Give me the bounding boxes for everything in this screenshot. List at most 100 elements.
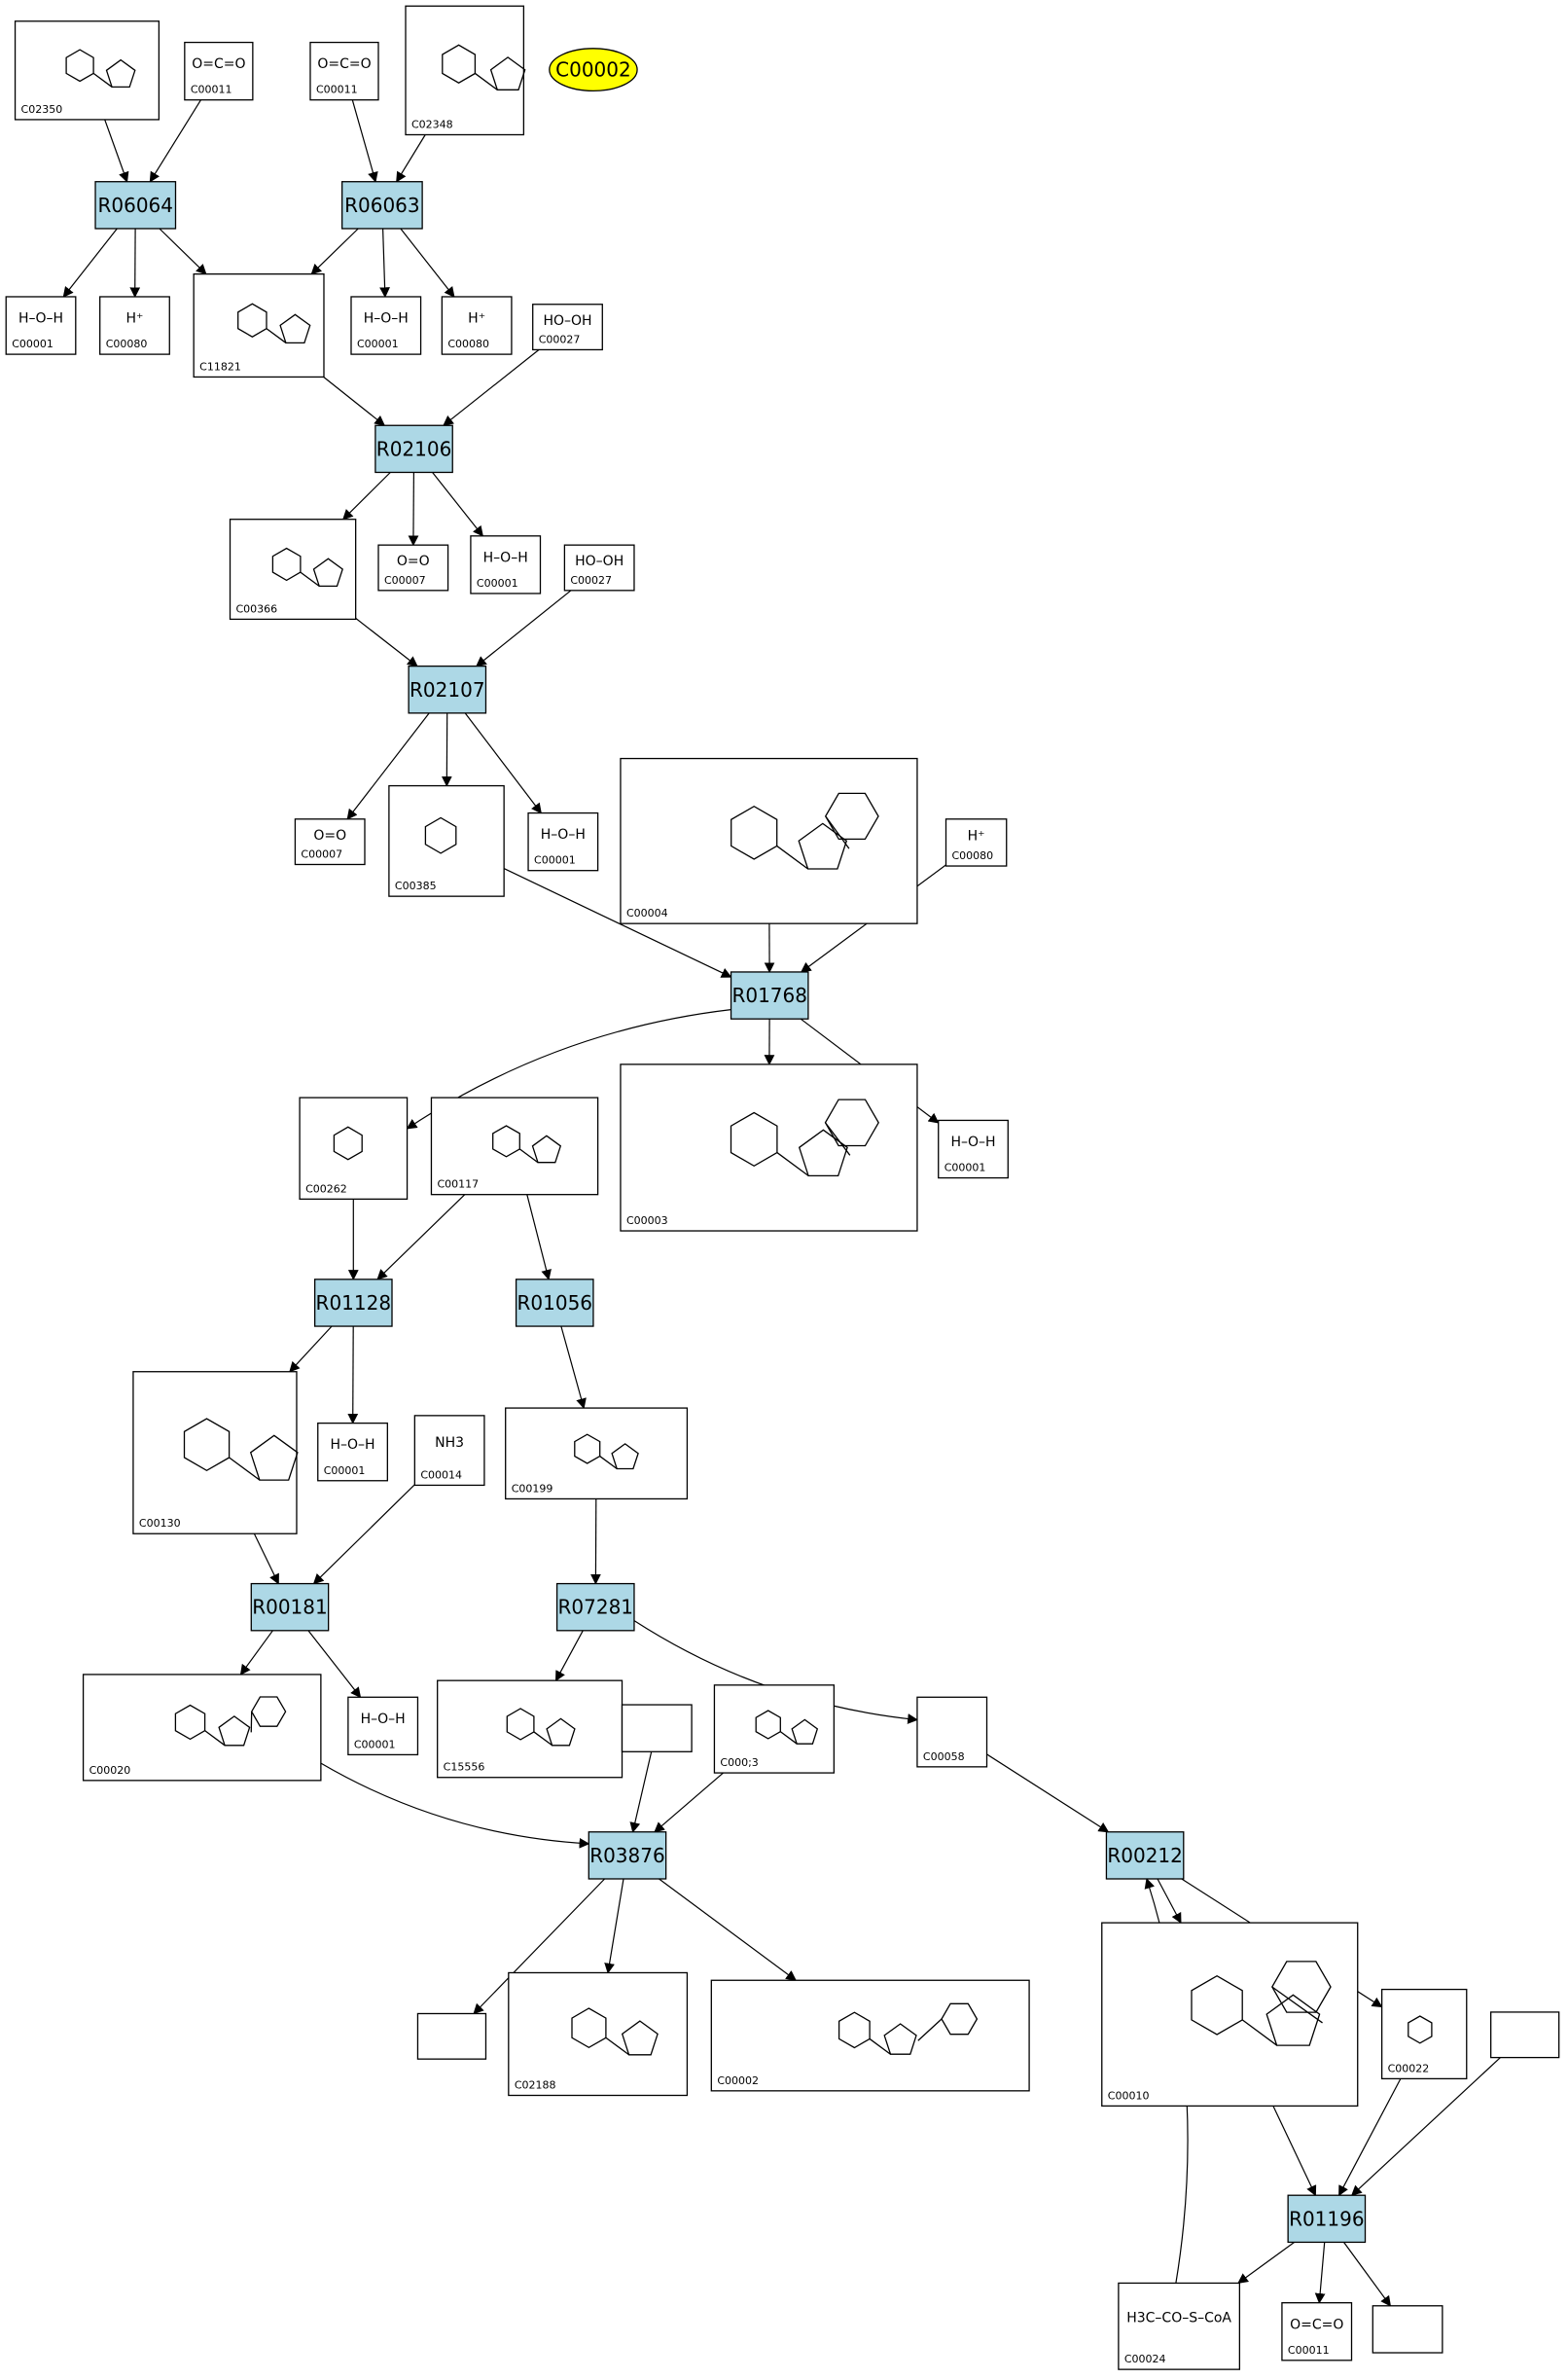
reaction-R06063[interactable]: R06063 xyxy=(341,181,423,230)
compound-c00003[interactable]: C00003 xyxy=(620,1063,918,1232)
compound-c00262[interactable]: C00262 xyxy=(299,1097,409,1201)
compound-box[interactable] xyxy=(99,296,170,355)
compound-box[interactable] xyxy=(416,2012,487,2060)
compound-box[interactable] xyxy=(508,1971,689,2097)
compound-box[interactable] xyxy=(1372,2305,1443,2354)
compound-box[interactable] xyxy=(294,818,366,866)
compound-box[interactable] xyxy=(184,41,254,101)
reaction-R01128[interactable]: R01128 xyxy=(313,1279,393,1327)
reaction-R06064[interactable]: R06064 xyxy=(94,181,177,230)
reaction-box[interactable] xyxy=(313,1279,393,1327)
compound-c02350[interactable]: C02350 xyxy=(14,20,160,121)
compound-box[interactable] xyxy=(1101,1922,1359,2108)
compound-c15556[interactable]: C15556 xyxy=(437,1679,624,1779)
compound-box[interactable] xyxy=(470,535,542,595)
reaction-box[interactable] xyxy=(408,665,487,714)
reaction-R07281[interactable]: R07281 xyxy=(555,1582,635,1632)
compound-c00080c[interactable]: H⁺C00080 xyxy=(944,818,1008,867)
compound-blank4[interactable] xyxy=(1372,2305,1443,2354)
reaction-box[interactable] xyxy=(250,1582,330,1632)
compound-box[interactable] xyxy=(299,1097,409,1201)
reaction-R02106[interactable]: R02106 xyxy=(374,424,453,474)
reaction-box[interactable] xyxy=(555,1582,635,1632)
compound-box[interactable] xyxy=(350,296,422,355)
compound-c00010[interactable]: C00010 xyxy=(1101,1922,1359,2108)
compound-blank1[interactable] xyxy=(621,1704,693,1752)
compound-box[interactable] xyxy=(620,757,918,924)
compound-box[interactable] xyxy=(916,1696,988,1768)
reaction-box[interactable] xyxy=(341,181,423,230)
compound-blank3[interactable] xyxy=(1490,2011,1560,2059)
compound-box[interactable] xyxy=(5,296,77,355)
reaction-R03876[interactable]: R03876 xyxy=(588,1831,667,1880)
compound-box[interactable] xyxy=(405,5,525,136)
compound-box[interactable] xyxy=(505,1407,689,1500)
compound-box[interactable] xyxy=(621,1704,693,1752)
reaction-R01196[interactable]: R01196 xyxy=(1287,2194,1367,2244)
compound-c00013[interactable]: C000;3 xyxy=(713,1684,836,1774)
compound-box[interactable] xyxy=(620,1063,918,1232)
compound-c00020[interactable]: C00020 xyxy=(82,1674,322,1782)
reaction-box[interactable] xyxy=(374,424,453,474)
compound-c00366[interactable]: C00366 xyxy=(229,519,357,621)
compound-c00080a[interactable]: H⁺C00080 xyxy=(99,296,170,355)
reaction-R01056[interactable]: R01056 xyxy=(515,1279,594,1327)
compound-box[interactable] xyxy=(1380,1988,1468,2080)
compound-box[interactable] xyxy=(437,1679,624,1779)
compound-box[interactable] xyxy=(229,519,357,621)
compound-c00117[interactable]: C00117 xyxy=(430,1097,599,1196)
compound-c00058[interactable]: C00058 xyxy=(916,1696,988,1768)
compound-box[interactable] xyxy=(944,818,1008,867)
compound-c00002[interactable]: C00002 xyxy=(710,1979,1030,2092)
legend-node[interactable]: C00002 xyxy=(549,48,638,92)
reaction-box[interactable] xyxy=(94,181,177,230)
compound-box[interactable] xyxy=(532,304,603,351)
reaction-box[interactable] xyxy=(1105,1831,1185,1880)
compound-box[interactable] xyxy=(388,784,505,897)
compound-box[interactable] xyxy=(377,544,449,592)
compound-box[interactable] xyxy=(441,296,513,355)
reaction-R00181[interactable]: R00181 xyxy=(250,1582,330,1632)
compound-box[interactable] xyxy=(309,41,379,101)
compound-box[interactable] xyxy=(193,272,325,378)
compound-c11821[interactable]: C11821 xyxy=(193,272,325,378)
compound-box[interactable] xyxy=(563,544,635,592)
compound-box[interactable] xyxy=(347,1696,419,1756)
compound-c00199[interactable]: C00199 xyxy=(505,1407,689,1500)
reaction-box[interactable] xyxy=(515,1279,594,1327)
reaction-box[interactable] xyxy=(730,971,809,1020)
compound-c00022[interactable]: C00022 xyxy=(1380,1988,1468,2080)
compound-c02188[interactable]: C02188 xyxy=(508,1971,689,2097)
compound-box[interactable] xyxy=(938,1119,1009,1179)
reaction-R00212[interactable]: R00212 xyxy=(1105,1831,1185,1880)
compound-box[interactable] xyxy=(413,1415,485,1487)
reaction-box[interactable] xyxy=(1287,2194,1367,2244)
legend-ellipse[interactable] xyxy=(549,48,638,92)
compound-box[interactable] xyxy=(1281,2302,1353,2361)
compound-box[interactable] xyxy=(132,1371,298,1534)
compound-box[interactable] xyxy=(1490,2011,1560,2059)
reaction-R01768[interactable]: R01768 xyxy=(730,971,809,1020)
compound-box[interactable] xyxy=(430,1097,599,1196)
compound-box[interactable] xyxy=(713,1684,836,1774)
compound-c02348[interactable]: C02348 xyxy=(405,5,526,136)
compound-box[interactable] xyxy=(1118,2282,1241,2370)
compound-box[interactable] xyxy=(527,811,599,872)
compound-blank2[interactable] xyxy=(416,2012,487,2060)
compound-c00130[interactable]: C00130 xyxy=(132,1371,299,1534)
compound-box[interactable] xyxy=(317,1422,388,1482)
